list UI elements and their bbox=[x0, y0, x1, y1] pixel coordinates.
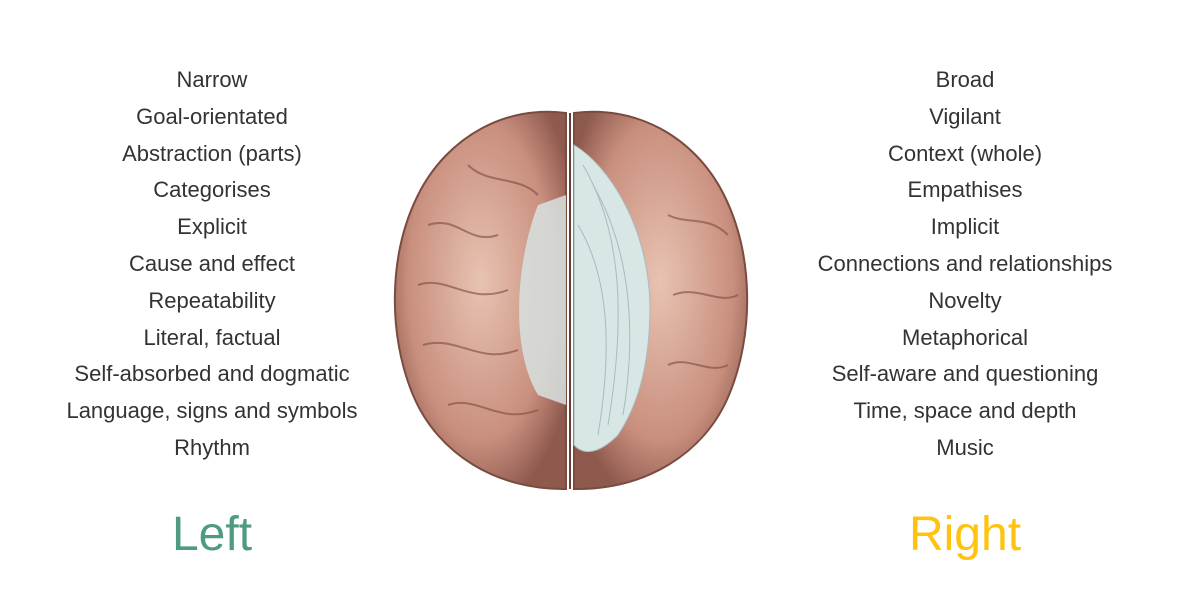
white-matter-right bbox=[573, 144, 651, 453]
brain-illustration bbox=[393, 110, 749, 491]
left-trait-item: Explicit bbox=[177, 214, 247, 240]
left-trait-item: Abstraction (parts) bbox=[122, 140, 302, 166]
left-trait-item: Cause and effect bbox=[129, 250, 295, 276]
left-trait-item: Categorises bbox=[153, 177, 271, 203]
right-trait-item: Time, space and depth bbox=[853, 398, 1077, 424]
right-trait-item: Music bbox=[936, 434, 994, 460]
white-matter-left bbox=[519, 195, 566, 405]
right-trait-item: Self-aware and questioning bbox=[831, 361, 1099, 387]
left-trait-item: Literal, factual bbox=[143, 324, 281, 350]
right-trait-item: Broad bbox=[935, 67, 995, 92]
right-trait-item: Metaphorical bbox=[902, 324, 1028, 350]
left-trait-item: Goal-orientated bbox=[136, 103, 288, 129]
right-trait-item: Connections and relationships bbox=[817, 250, 1113, 276]
left-trait-item: Narrow bbox=[176, 67, 248, 92]
right-trait-item: Implicit bbox=[930, 214, 1000, 240]
right-trait-item: Novelty bbox=[928, 287, 1002, 313]
right-trait-item: Empathises bbox=[907, 177, 1023, 203]
left-trait-item: Rhythm bbox=[174, 434, 250, 460]
right-trait-item: Vigilant bbox=[929, 103, 1001, 129]
left-trait-item: Self-absorbed and dogmatic bbox=[74, 361, 350, 387]
left-label: Left bbox=[171, 508, 253, 561]
right-trait-item: Context (whole) bbox=[887, 140, 1043, 166]
left-trait-item: Repeatability bbox=[148, 287, 276, 313]
left-trait-item: Language, signs and symbols bbox=[66, 398, 358, 424]
right-label: Right bbox=[908, 508, 1022, 561]
left-hemisphere bbox=[393, 110, 567, 491]
